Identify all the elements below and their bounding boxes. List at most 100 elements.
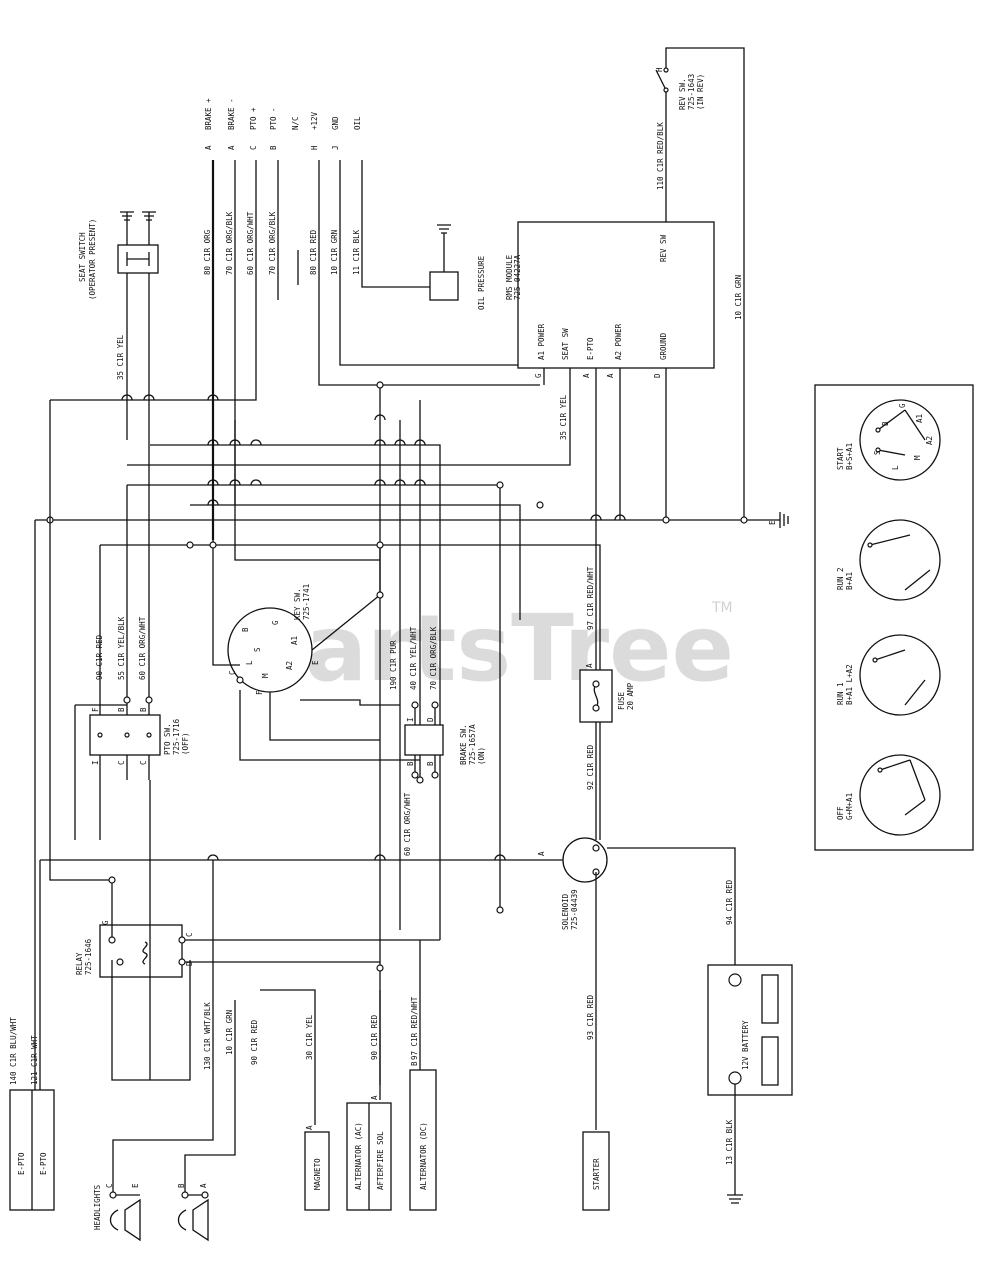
rms-pin: A — [606, 373, 615, 378]
rms-module: RMS MODULE 725-04227A A1 POWER SEAT SW E… — [127, 221, 715, 560]
legend-letter: B — [881, 421, 890, 426]
rev-sw-part: 725-1643 — [687, 74, 696, 110]
wire-label: 70 C1R ORG/BLK — [225, 211, 234, 275]
component-label: STARTER — [592, 1158, 601, 1190]
wire-label: 190 C1R PUR — [389, 640, 398, 690]
wire-junctions — [186, 381, 544, 914]
rms-pin: A — [582, 373, 591, 378]
pin-label: BRAKE + — [204, 98, 213, 130]
brake-switch-part: 725-1657A — [468, 724, 477, 765]
brake-switch-state: (ON) — [477, 747, 486, 765]
wire-label: 40 C1R YEL/WHT — [409, 626, 418, 690]
wire-label: 55 C1R YEL/BLK — [117, 616, 126, 680]
wire-label: 35 C1R YEL — [559, 394, 568, 440]
rms-pin: G — [534, 373, 543, 378]
rev-sw-state: (IN REV) — [696, 74, 705, 110]
component-label: ALTERNATOR (AC) — [354, 1122, 363, 1190]
harness-cross-lines — [100, 385, 601, 1085]
pto-pin: C — [117, 760, 126, 765]
pin-label: N/C — [291, 116, 300, 130]
ground-icon — [142, 211, 156, 221]
connector-pin-labels: A BRAKE + A BRAKE - C PTO + B PTO - N/C … — [204, 98, 362, 150]
rms-module-part: 725-04227A — [513, 254, 522, 300]
wire-label: 10 C1R GRN — [734, 275, 743, 320]
wire-label: 90 C1R RED — [250, 1019, 259, 1065]
relay-pin: C — [185, 932, 194, 937]
wire-label: 11 C1R BLK — [352, 229, 361, 275]
headlights-label: HEADLIGHTS — [93, 1184, 102, 1230]
pto-pin: B — [117, 707, 126, 712]
legend-letter: S — [873, 450, 882, 455]
wire-label: 70 C1R ORG/BLK — [429, 626, 438, 690]
component-label: MAGNETO — [313, 1158, 322, 1190]
brake-pin: D — [426, 717, 435, 722]
seat-switch-label-2: (OPERATOR PRESENT) — [88, 219, 97, 300]
fuse: A FUSE 20 AMP 97 C1R RED/WHT — [579, 560, 635, 840]
wire-label: 110 C1R RED/BLK — [656, 122, 665, 190]
key-terminal: S — [253, 647, 262, 652]
legend-letter: L — [891, 465, 900, 470]
wire-label: 94 C1R RED — [725, 879, 734, 925]
pto-pin: I — [91, 760, 100, 765]
component-label: ALTERNATOR (DC) — [419, 1122, 428, 1190]
wire-label: 80 C1R ORG — [203, 229, 212, 275]
pin-letter: H — [310, 145, 319, 150]
pin-label: OIL — [353, 116, 362, 130]
brake-pin: B — [426, 761, 435, 766]
ground-icon — [727, 1194, 743, 1204]
rev-sw-pin: H — [655, 67, 664, 72]
pto-switch: F B B C C I PTO SW. 725-1716 (OFF) — [74, 440, 190, 840]
headlight-pin: B — [177, 1183, 186, 1188]
key-switch: B G S L M A1 A2 E C F KEY SW. 725-1741 9… — [95, 540, 438, 761]
magneto — [304, 1131, 330, 1211]
legend-title: START — [836, 447, 845, 470]
rms-terminal: REV SW — [659, 234, 668, 262]
key-terminal: L — [245, 660, 254, 665]
headlight-pin: A — [199, 1183, 208, 1188]
legend-title: RUN 2 — [836, 567, 845, 590]
relay-label: RELAY — [75, 952, 84, 975]
key-terminal: A1 — [290, 636, 299, 645]
legend-sub: G+M+A1 — [845, 793, 854, 820]
rms-terminal: GROUND — [659, 332, 668, 360]
wire-label: 121 C1R WHT — [30, 1035, 39, 1085]
pin-label: +12V — [310, 111, 319, 130]
solenoid: A SOLENOID 725-04439 60 C1R ORG/WHT 92 C… — [40, 744, 736, 1130]
key-terminal: E — [311, 660, 320, 665]
legend-letter: A2 — [925, 436, 934, 445]
fuse-label: FUSE — [617, 691, 626, 710]
lower-wires: 140 C1R BLU/WHT 121 C1R WHT 130 C1R WHT/… — [9, 780, 421, 1195]
brake-pin: I — [406, 717, 415, 722]
component-pin: B — [410, 1061, 419, 1066]
wire-crossovers — [121, 394, 626, 861]
alternator-dc — [409, 1069, 437, 1211]
wire-label: 60 C1R ORG/WHT — [403, 792, 412, 856]
headlight-pin: E — [131, 1183, 140, 1188]
relay-pin: G — [101, 920, 110, 925]
wire-label: 30 C1R YEL — [305, 1014, 314, 1060]
pin-label: BRAKE - — [227, 98, 236, 130]
wire-label: 60 C1R ORG/WHT — [138, 616, 147, 680]
component-pin: A — [370, 1095, 379, 1100]
key-terminal: G — [271, 620, 280, 625]
bottom-components: E-PTO E-PTO MAGNETO A ALTERNATOR (AC) AF… — [9, 1061, 610, 1211]
wire-label: 10 C1R GRN — [330, 230, 339, 275]
relay-part: 725-1646 — [84, 938, 93, 975]
rms-terminal: A2 POWER — [614, 323, 623, 360]
pto-switch-part: 725-1716 — [172, 718, 181, 755]
headlight-pin: C — [105, 1183, 114, 1188]
rms-terminal: SEAT SW — [561, 328, 570, 360]
relay: G C D RELAY 725-1646 — [75, 876, 440, 1081]
brake-pin: B — [406, 761, 415, 766]
wire-label: 13 C1R BLK — [725, 1119, 734, 1165]
legend-letter: G — [898, 403, 907, 408]
relay-pin: D — [185, 961, 194, 966]
oil-pressure-sensor: OIL PRESSURE — [429, 224, 486, 310]
key-switch-label: KEY SW. — [293, 588, 302, 620]
key-switch-part: 725-1741 — [302, 584, 311, 620]
pin-letter: J — [331, 145, 340, 150]
wire-label: 10 C1R GRN — [225, 1010, 234, 1055]
pto-switch-label: PTO SW. — [163, 723, 172, 755]
component-label: AFTERFIRE SOL — [376, 1131, 385, 1190]
key-switch-legend: START B+S+A1 RUN 2 B+A1 RUN 1 B+A1 L+A2 … — [814, 384, 974, 851]
